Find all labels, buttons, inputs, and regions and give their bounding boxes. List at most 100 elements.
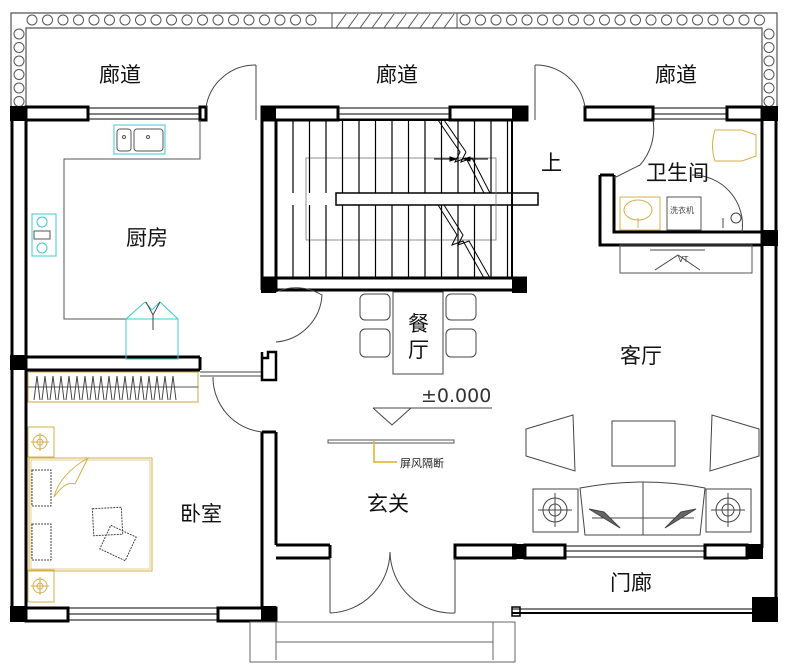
baluster <box>274 14 286 26</box>
baluster <box>645 14 657 26</box>
baluster <box>763 96 775 107</box>
room-label-kitchen: 厨房 <box>126 226 168 250</box>
bed <box>27 426 153 603</box>
baluster <box>243 14 255 26</box>
baluster <box>13 55 25 67</box>
baluster <box>537 14 548 26</box>
room-label-corridor-left: 廊道 <box>99 63 141 87</box>
baluster <box>13 28 25 40</box>
baluster <box>88 14 100 26</box>
staircase <box>275 119 539 279</box>
hanger <box>161 375 169 401</box>
baluster <box>763 42 775 53</box>
baluster <box>73 14 84 26</box>
balcony-railing <box>10 12 778 108</box>
baluster <box>150 14 162 26</box>
room-label-dining-2: 厅 <box>408 338 429 362</box>
baluster <box>763 28 775 40</box>
baluster <box>661 14 672 26</box>
baluster <box>26 14 38 26</box>
kitchen-stove <box>31 213 57 257</box>
hanger <box>81 375 89 401</box>
baluster <box>676 14 688 26</box>
room-label-dining-1: 餐 <box>408 312 429 336</box>
hanger <box>153 375 161 401</box>
room-label-corridor-right: 廊道 <box>655 63 697 87</box>
baluster <box>305 14 317 26</box>
baluster <box>692 14 703 26</box>
railing-hatch <box>331 12 458 29</box>
screen-partition <box>327 439 455 463</box>
hanger <box>145 375 153 401</box>
baluster <box>119 14 131 26</box>
railing-balusters <box>13 14 775 107</box>
baluster <box>614 14 626 26</box>
baluster <box>763 69 775 80</box>
baluster <box>166 14 177 26</box>
baluster <box>506 14 517 26</box>
hanger <box>49 375 57 401</box>
hanger <box>73 375 81 401</box>
baluster <box>490 14 502 26</box>
columns <box>10 106 778 622</box>
baluster <box>568 14 579 26</box>
wardrobe <box>27 371 199 403</box>
baluster <box>13 96 25 107</box>
hanger <box>121 375 129 401</box>
baluster <box>738 14 750 26</box>
front-steps <box>249 621 516 663</box>
baluster <box>763 55 775 67</box>
baluster <box>707 14 719 26</box>
kitchen-counter <box>63 120 201 320</box>
hanger <box>113 375 121 401</box>
baluster <box>259 14 270 26</box>
baluster <box>521 14 533 26</box>
baluster <box>290 14 301 26</box>
living-room-furniture <box>525 414 760 536</box>
elevation-label: ±0.000 <box>421 385 491 407</box>
baluster <box>630 14 641 26</box>
room-label-living-room: 客厅 <box>620 344 662 368</box>
baluster <box>583 14 595 26</box>
hanger <box>137 375 145 401</box>
baluster <box>552 14 564 26</box>
fridge <box>125 301 179 360</box>
room-label-porch: 门廊 <box>610 571 652 595</box>
baluster <box>42 14 53 26</box>
room-label-bedroom: 卧室 <box>180 502 222 526</box>
stairs-up-label: 上 <box>541 151 562 175</box>
screen-partition-label: 屏风隔断 <box>400 456 444 470</box>
baluster <box>135 14 146 26</box>
kitchen-sink <box>113 124 166 155</box>
room-label-foyer: 玄关 <box>367 492 409 516</box>
baluster <box>197 14 208 26</box>
hanger <box>65 375 73 401</box>
room-label-corridor-mid: 廊道 <box>376 63 418 87</box>
baluster <box>212 14 224 26</box>
baluster <box>754 14 765 26</box>
hanger <box>89 375 97 401</box>
tv-label: VT <box>678 255 688 264</box>
baluster <box>459 14 471 26</box>
baluster <box>763 82 775 94</box>
baluster <box>599 14 610 26</box>
hanger <box>105 375 113 401</box>
baluster <box>104 14 115 26</box>
doors <box>200 64 743 614</box>
baluster <box>13 42 25 53</box>
dining-set <box>359 291 477 375</box>
baluster <box>723 14 734 26</box>
baluster <box>13 69 25 80</box>
hanger <box>97 375 105 401</box>
hanger <box>33 375 41 401</box>
door-jamb-block <box>260 350 278 382</box>
hanger <box>129 375 137 401</box>
room-label-bathroom: 卫生间 <box>646 161 709 185</box>
baluster <box>228 14 239 26</box>
baluster <box>181 14 193 26</box>
washer-label: 洗衣机 <box>670 205 694 215</box>
stair-break-line <box>434 119 491 279</box>
elevation-marker <box>372 407 492 426</box>
hanger <box>41 375 49 401</box>
